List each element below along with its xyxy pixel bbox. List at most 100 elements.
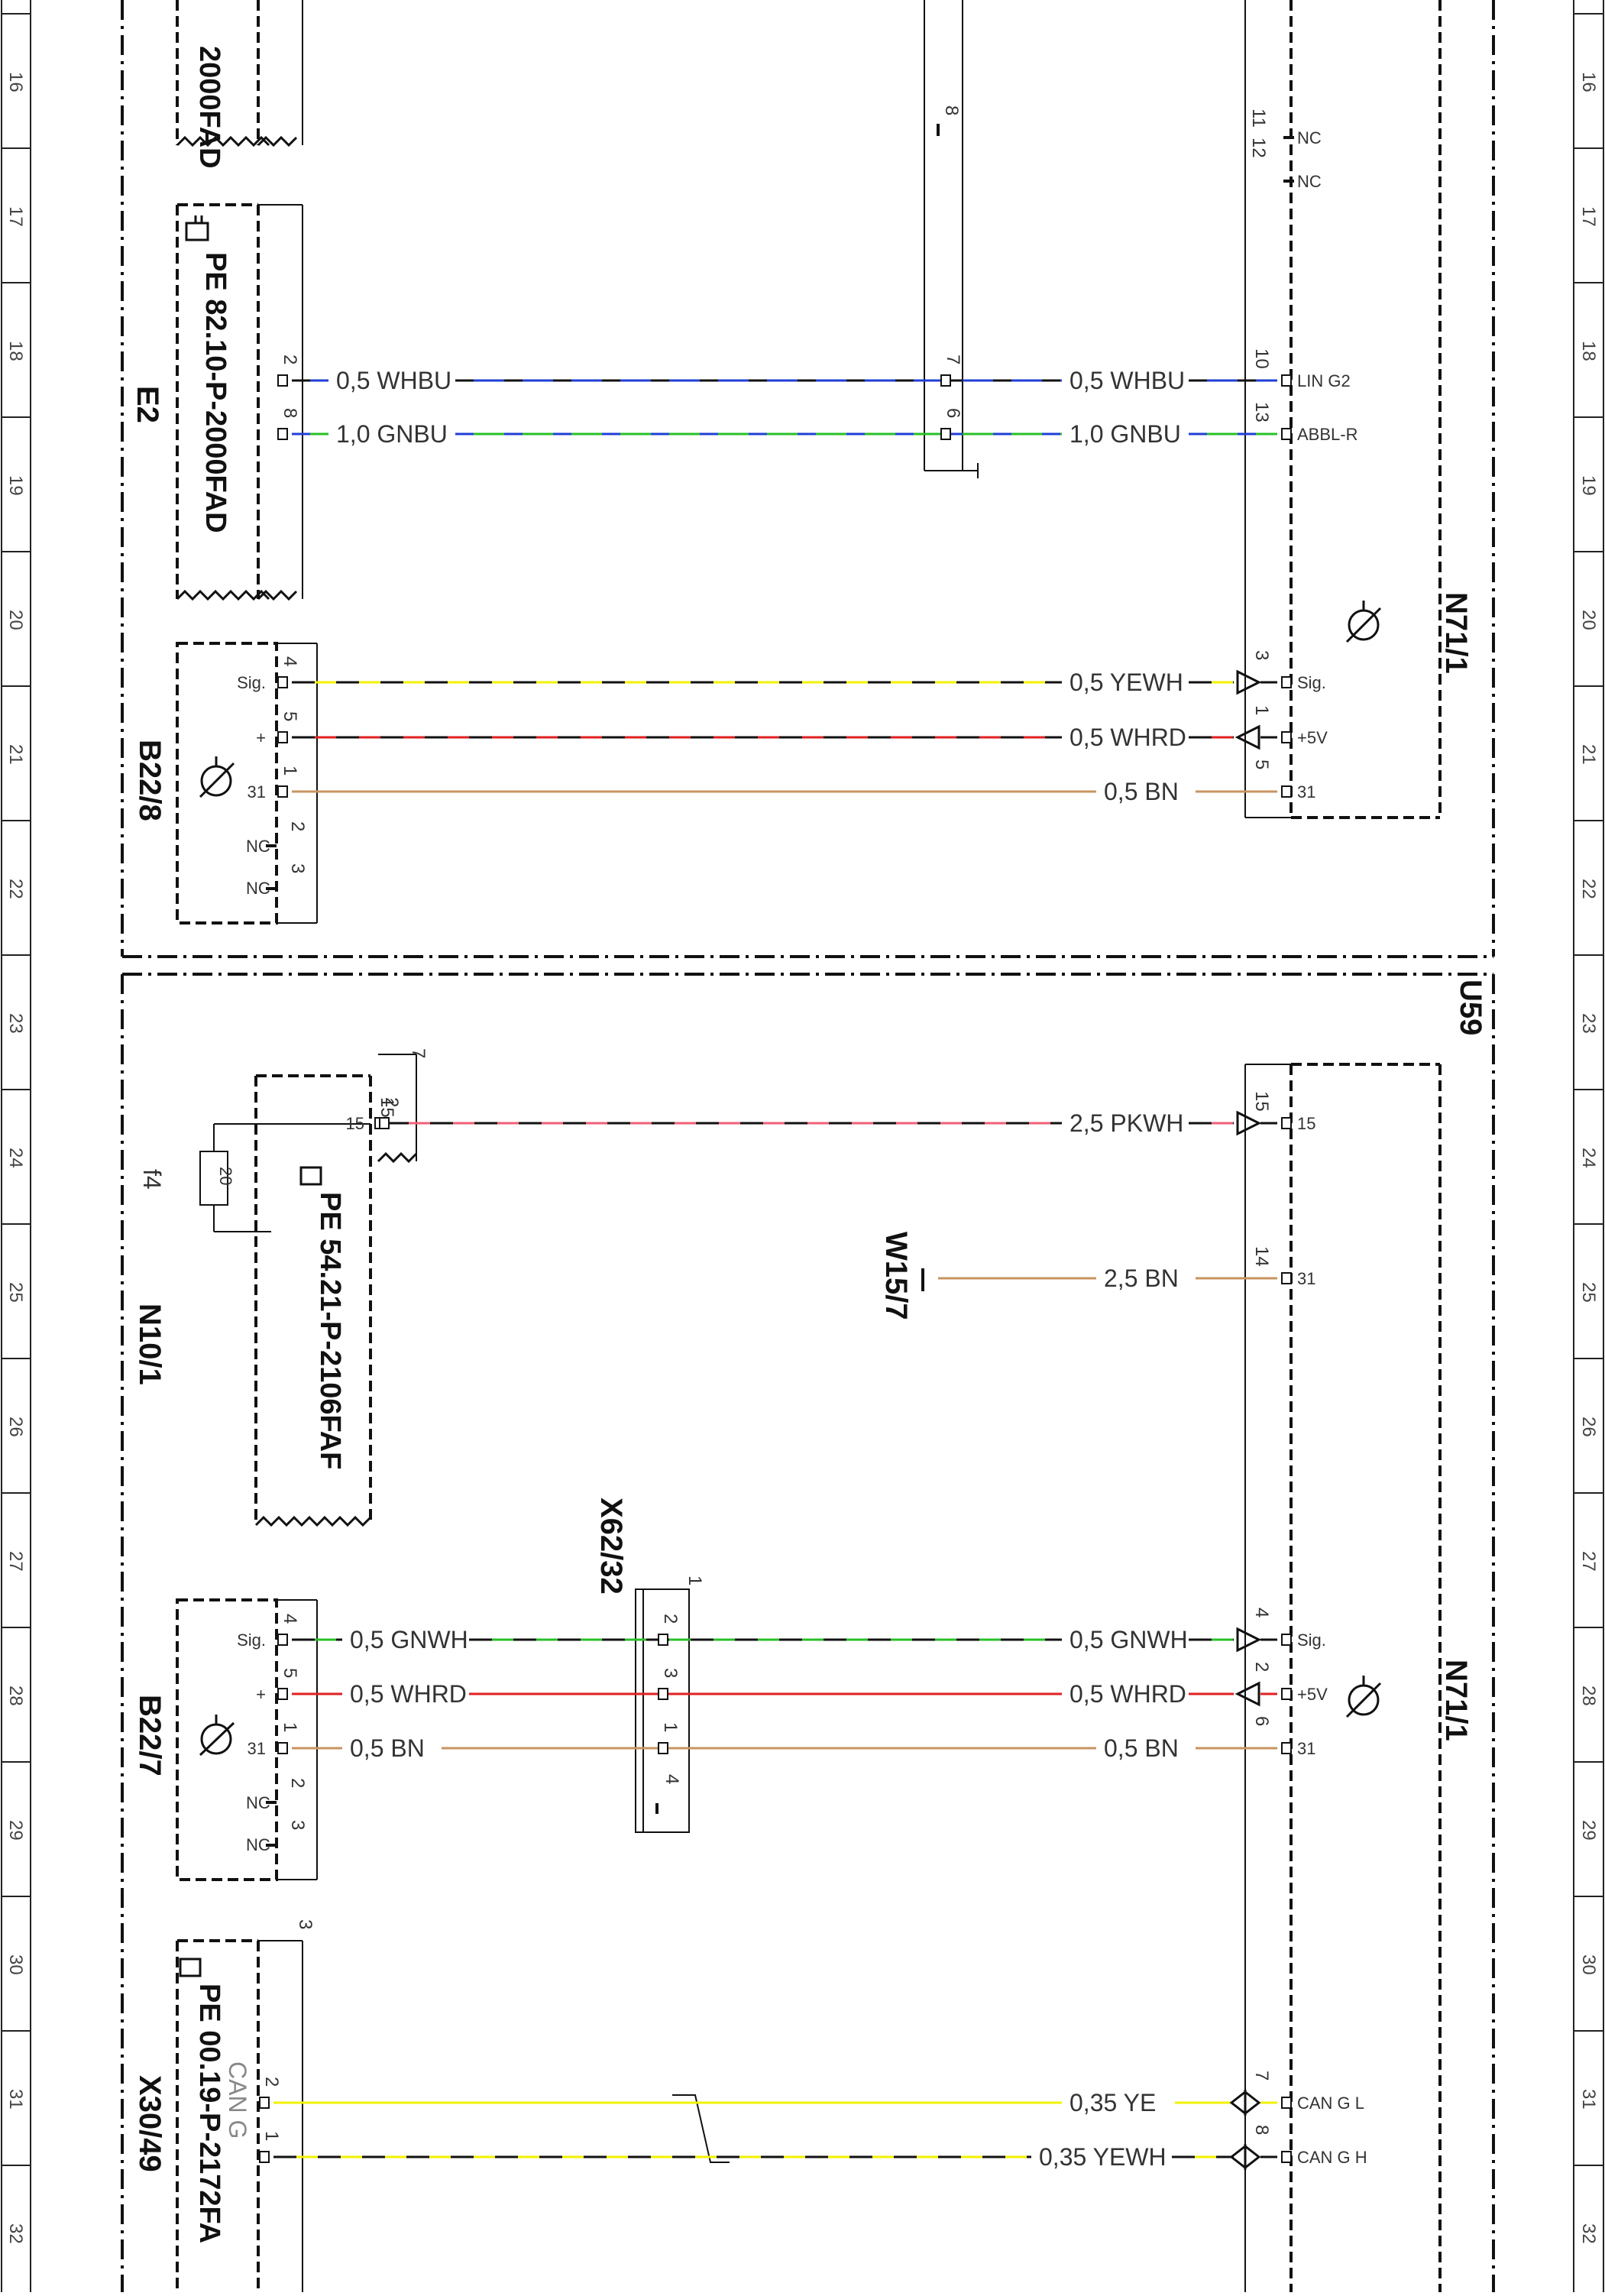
pin-terminal: [1281, 1688, 1292, 1700]
ruler-label: 17: [5, 206, 26, 227]
ruler-label: 32: [5, 2223, 26, 2244]
pin-label: 31: [1297, 1269, 1315, 1288]
w15-7-name: W15/7: [879, 1232, 913, 1320]
pin-label: Sig.: [1297, 1631, 1326, 1650]
pin-terminal: [1281, 2151, 1292, 2163]
pin-label: +5V: [1297, 728, 1328, 747]
ruler-label: 26: [1578, 1417, 1599, 1437]
ruler-label: 32: [1578, 2223, 1599, 2244]
b22-8-name: B22/8: [133, 740, 167, 821]
pin-number: 8: [1251, 2125, 1272, 2135]
pin-terminal: [658, 1634, 668, 1646]
pin-terminal: [277, 785, 288, 798]
pin-label: 15: [346, 1114, 364, 1133]
x62-32-name: X62/32: [594, 1498, 628, 1595]
pin-terminal: [1281, 1117, 1292, 1129]
ruler-label: 24: [5, 1148, 26, 1168]
ruler-label: 18: [5, 341, 26, 361]
pin-number: 4: [280, 656, 300, 666]
wire-label: 1,0 GNBU: [1069, 420, 1181, 448]
pin-terminal: [277, 428, 288, 440]
right-ruler: [1573, 0, 1604, 2292]
wire-label: 1,0 GNBU: [336, 420, 448, 448]
ruler-label: 25: [1578, 1282, 1599, 1303]
pin-number: 15: [377, 1097, 397, 1118]
b22-7-nc-pin: 2: [287, 1778, 308, 1788]
n71-nc-label: NC: [1297, 172, 1322, 191]
pin-number: 6: [943, 408, 963, 418]
n10-1-name: N10/1: [133, 1303, 167, 1385]
pin-terminal: [1281, 374, 1292, 387]
pin-terminal: [1281, 1272, 1292, 1284]
b22-8-sensor: B22/8 NC NC 2 3: [133, 642, 318, 925]
hand-icon: [185, 215, 209, 241]
b22-8-nc-pin: 2: [287, 821, 308, 831]
wire-label: 0,5 BN: [1104, 1734, 1179, 1762]
ruler-label: 28: [1578, 1686, 1599, 1706]
pin-terminal: [1281, 676, 1292, 688]
hand-icon: [299, 1166, 322, 1186]
n10-1-fuse-box: 7 N10/1 f4 20 PE 54.21-P-2106FAF: [133, 1048, 429, 1527]
arrow-icon: [1244, 2089, 1261, 2116]
pin-number: 6: [1251, 1716, 1272, 1726]
pin-number: 5: [280, 711, 300, 721]
pin-number: 5: [1251, 759, 1272, 769]
pin-terminal: [379, 1117, 390, 1129]
wire-label: 0,5 WHRD: [1069, 724, 1186, 751]
pin-terminal: [658, 1742, 668, 1754]
x30-49-pe-label: PE 00.19-P-2172FA: [193, 1983, 225, 2243]
wire-label: 0,5 WHRD: [350, 1680, 467, 1708]
ruler-label: 27: [1578, 1551, 1599, 1572]
ruler-label: 30: [5, 1954, 26, 1975]
n71-nc-pin: 12: [1248, 138, 1269, 158]
pin-number: 2: [261, 2077, 282, 2087]
pin-label: CAN G H: [1297, 2148, 1367, 2167]
pin-terminal: [259, 2097, 270, 2109]
u59-name: U59: [1454, 980, 1487, 1035]
ruler-label: 25: [5, 1282, 26, 1303]
ruler-label: 28: [5, 1686, 26, 1706]
arrow-icon: [1236, 1627, 1262, 1653]
sensor-icon: [199, 756, 235, 798]
pin-label: 15: [1297, 1114, 1315, 1133]
ruler-label: 22: [5, 879, 26, 899]
pin-number: 5: [280, 1668, 300, 1678]
ruler-label: 19: [5, 475, 26, 496]
arrow-icon: [1244, 2143, 1261, 2171]
ruler-label: 31: [1578, 2089, 1599, 2110]
ruler-label: 26: [5, 1417, 26, 1437]
pin-label: CAN G L: [1297, 2094, 1364, 2113]
wire-label: 0,5 WHBU: [336, 367, 451, 394]
pin-terminal: [658, 1688, 668, 1700]
b22-7-nc-pin: 3: [287, 1820, 308, 1830]
pin-terminal: [1281, 785, 1292, 798]
ruler-label: 21: [1578, 744, 1599, 765]
pin-terminal: [1281, 731, 1292, 743]
pin-label: Sig.: [237, 673, 266, 692]
n10-1-pe-label: PE 54.21-P-2106FAF: [314, 1192, 346, 1469]
pin-number: 2: [1251, 1662, 1272, 1672]
e2-pe-label: PE 82.10-P-2000FAD: [199, 252, 231, 533]
pin-number: 1: [280, 1722, 300, 1732]
x30-49-connector: 3 PE 00.19-P-2172FA CAN G X30/49: [133, 1919, 315, 2292]
ruler-label: 21: [5, 744, 26, 765]
pin-number: 3: [660, 1668, 681, 1678]
pin-label: 31: [248, 782, 266, 801]
ruler-label: 19: [1578, 475, 1599, 496]
pin-label: Sig.: [237, 1631, 266, 1650]
n71-nc-label: NC: [1297, 128, 1322, 147]
pin-label: LIN G2: [1297, 371, 1351, 390]
arrow-icon: [1236, 669, 1262, 695]
wire-label: 0,5 WHRD: [1069, 1680, 1186, 1708]
wire-label: 2,5 PKWH: [1069, 1109, 1183, 1137]
arrow-icon: [1236, 1110, 1262, 1136]
e2-partial-top: 2000FAD: [176, 0, 303, 169]
